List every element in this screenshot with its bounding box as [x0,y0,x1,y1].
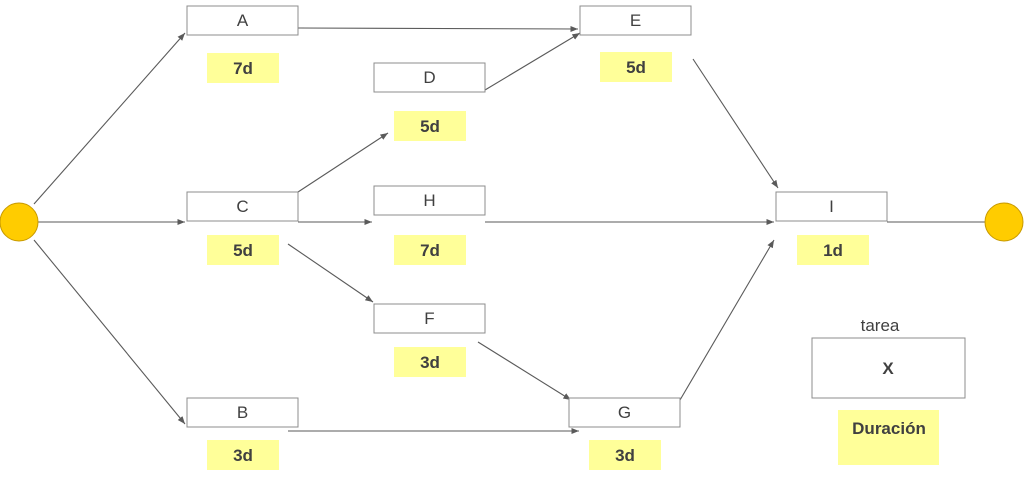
task-label: F [424,309,434,328]
arrow-c-f [287,243,374,303]
arrow-e-i [692,58,779,189]
task-h: H 7d [373,185,486,265]
duration-label: 7d [420,241,440,260]
legend: tarea X Duración [811,316,966,465]
task-label: B [237,403,248,422]
task-label: E [630,11,641,30]
task-b: B 3d [186,397,299,470]
task-e: E 5d [579,5,692,82]
task-box [373,62,486,93]
task-label: D [423,68,435,87]
legend-task-label: X [882,359,894,378]
task-box [186,5,299,36]
duration-label: 3d [615,446,635,465]
duration-label: 3d [233,446,253,465]
task-box [568,397,681,428]
task-box [186,191,299,222]
task-g: G 3d [568,397,681,470]
duration-box [207,235,279,265]
duration-box [589,440,661,470]
dependency-arrows [33,25,985,435]
legend-task-box [811,337,966,399]
task-label: I [829,197,834,216]
task-a: A 7d [186,5,299,83]
duration-box [797,235,869,265]
duration-label: 5d [420,117,440,136]
arrow-d-e [484,32,581,91]
arrow-g-i [679,239,775,401]
duration-box [207,440,279,470]
legend-duration-box [838,410,939,465]
task-box [373,185,486,216]
task-box [579,5,692,36]
task-label: G [618,403,631,422]
task-c: C 5d [186,191,299,265]
task-d: D 5d [373,62,486,141]
duration-box [394,111,466,141]
duration-label: 5d [626,58,646,77]
legend-duration-label: Duración [852,419,926,438]
arrow-a-e [297,25,579,33]
duration-box [394,235,466,265]
duration-box [394,347,466,377]
task-box [775,191,888,222]
task-box [373,303,486,334]
arrow-start-a [33,32,186,205]
task-label: A [237,11,249,30]
duration-box [207,53,279,83]
task-label: H [423,191,435,210]
duration-box [600,52,672,82]
task-box [186,397,299,428]
duration-label: 5d [233,241,253,260]
task-label: C [236,197,248,216]
task-f: F 3d [373,303,486,377]
end-event [984,202,1024,242]
arrow-start-b [33,239,186,425]
duration-label: 1d [823,241,843,260]
legend-caption: tarea [861,316,900,335]
arrow-c-d [297,132,389,193]
arrow-f-g [477,341,572,401]
duration-label: 3d [420,353,440,372]
start-event [0,202,39,242]
task-i: I 1d [775,191,888,265]
duration-label: 7d [233,59,253,78]
